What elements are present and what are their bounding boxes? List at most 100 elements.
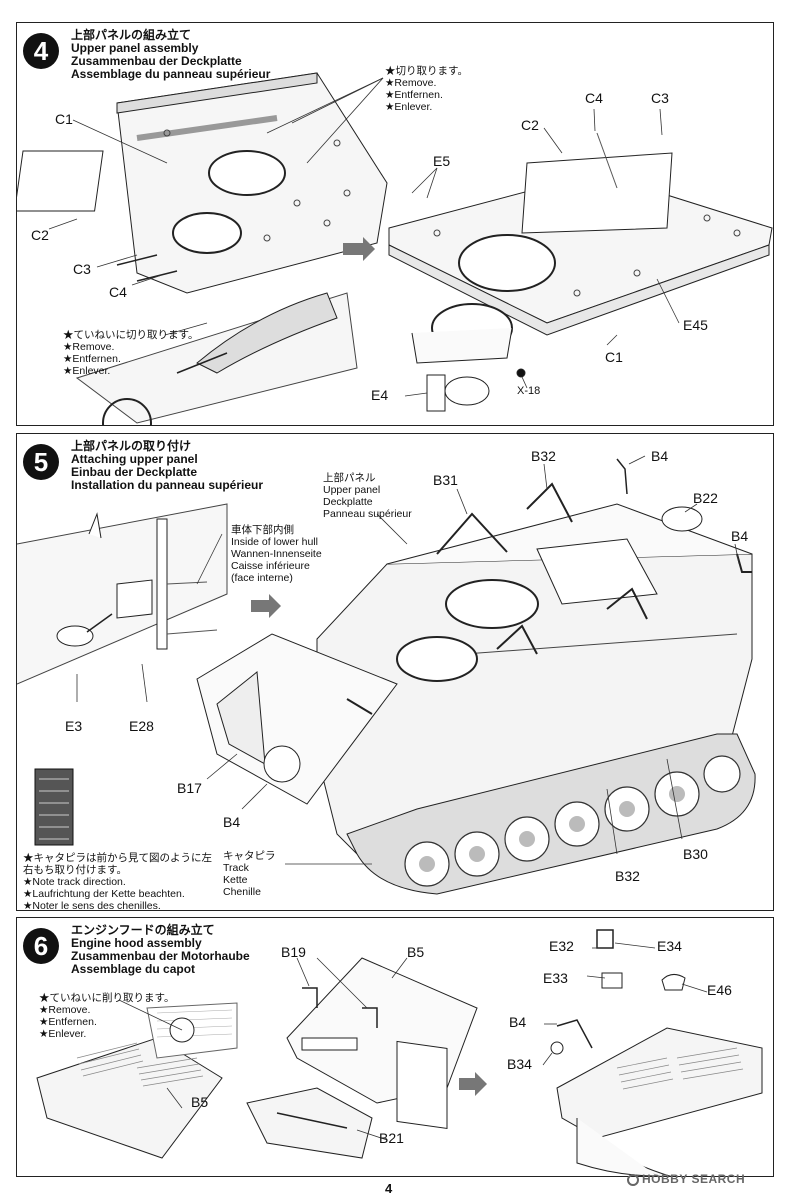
- note-line: Deckplatte: [323, 496, 373, 508]
- part-label-c1: C1: [55, 111, 73, 127]
- step-4-badge: 4: [23, 33, 59, 69]
- note-line: Track: [223, 862, 249, 874]
- step-5-illustration: [17, 455, 756, 895]
- note-line: 上部パネル: [323, 472, 376, 484]
- part-label-e4: E4: [371, 387, 389, 403]
- part-label-b22: B22: [693, 490, 718, 506]
- step-4-title-en: Upper panel assembly: [71, 41, 199, 55]
- part-label-b4: B4: [651, 448, 669, 464]
- note-line: ★Entfernen.: [385, 89, 443, 101]
- part-label-c3: C3: [651, 90, 669, 106]
- note-line: キャタピラ: [223, 850, 276, 862]
- part-label-b31: B31: [433, 472, 458, 488]
- note-line: ★Remove.: [385, 77, 437, 89]
- part-label-e45: E45: [683, 317, 708, 333]
- note-line: ★ていねいに削り取ります。: [39, 992, 175, 1004]
- note-line: Wannen-Innenseite: [231, 548, 322, 560]
- step-6-title-en: Engine hood assembly: [71, 936, 202, 950]
- note-line: ★Remove.: [63, 341, 115, 353]
- part-label-b34: B34: [507, 1056, 532, 1072]
- step-5-titles: 上部パネルの取り付け Attaching upper panel Einbau …: [71, 440, 263, 492]
- part-label-e33: E33: [543, 970, 568, 986]
- part-label-c4: C4: [109, 284, 127, 300]
- note-line: ★ていねいに切り取ります。: [63, 329, 199, 341]
- note-line: Panneau supérieur: [323, 508, 412, 520]
- note-line: ★Noter le sens des chenilles.: [23, 900, 161, 912]
- part-label-e3: E3: [65, 718, 83, 734]
- step-5-upper-panel-note: 上部パネル Upper panel Deckplatte Panneau sup…: [323, 472, 412, 520]
- note-line: Kette: [223, 874, 248, 886]
- watermark: HOBBY SEARCH: [627, 1172, 745, 1186]
- part-label-c4: C4: [585, 90, 603, 106]
- part-label-b17: B17: [177, 780, 202, 796]
- note-line: Upper panel: [323, 484, 381, 496]
- step-5-direction-note: ★キャタピラは前から見て図のように左右もち取り付けます。 ★Note track…: [23, 852, 213, 912]
- watermark-logo-icon: [627, 1173, 639, 1186]
- step-5-panel: 5 上部パネルの取り付け Attaching upper panel Einba…: [16, 433, 774, 912]
- part-label-e32: E32: [549, 938, 574, 954]
- step-5-title-en: Attaching upper panel: [71, 452, 198, 466]
- step-5-title-fr: Installation du panneau supérieur: [71, 478, 264, 492]
- part-label-b32: B32: [615, 868, 640, 884]
- note-line: (face interne): [231, 572, 293, 584]
- step-6-title-fr: Assemblage du capot: [71, 962, 196, 976]
- note-line: ★キャタピラは前から見て図のように左右もち取り付けます。: [23, 852, 212, 876]
- step-6-title-jp: エンジンフードの組み立て: [71, 923, 215, 937]
- note-line: Chenille: [223, 886, 261, 898]
- step-6-badge: 6: [23, 928, 59, 964]
- paint-label-x18: X-18: [517, 385, 541, 397]
- step-5-title-jp: 上部パネルの取り付け: [71, 439, 192, 453]
- page-number: 4: [385, 1181, 393, 1196]
- note-line: ★Laufrichtung der Kette beachten.: [23, 888, 185, 900]
- step-5-title-de: Einbau der Deckplatte: [71, 465, 198, 479]
- part-label-b30: B30: [683, 846, 708, 862]
- step-6-titles: エンジンフードの組み立て Engine hood assembly Zusamm…: [71, 924, 250, 976]
- note-line: ★Entfernen.: [39, 1016, 97, 1028]
- step-4-titles: 上部パネルの組み立て Upper panel assembly Zusammen…: [71, 29, 270, 81]
- step-4-title-jp: 上部パネルの組み立て: [71, 28, 192, 42]
- note-line: Inside of lower hull: [231, 536, 318, 548]
- step-4-panel: 4 上部パネルの組み立て Upper panel assembly Zusamm…: [16, 22, 774, 426]
- step-5-track-note: キャタピラ Track Kette Chenille: [223, 850, 276, 898]
- step-6-careful-note: ★ていねいに削り取ります。 ★Remove. ★Entfernen. ★Enle…: [39, 992, 174, 1040]
- part-label-e46: E46: [707, 982, 732, 998]
- note-line: ★Remove.: [39, 1004, 91, 1016]
- part-label-e5: E5: [433, 153, 451, 169]
- watermark-text: HOBBY SEARCH: [642, 1172, 746, 1186]
- note-line: ★Enlever.: [385, 101, 433, 113]
- step-5-number: 5: [33, 446, 49, 477]
- part-label-b21: B21: [379, 1130, 404, 1146]
- part-label-b4: B4: [223, 814, 241, 830]
- part-label-b4: B4: [509, 1014, 527, 1030]
- step-6-panel: 6 エンジンフードの組み立て Engine hood assembly Zusa…: [16, 917, 774, 1177]
- note-line: ★Entfernen.: [63, 353, 121, 365]
- part-label-b4: B4: [731, 528, 749, 544]
- note-line: ★Enlever.: [63, 365, 111, 377]
- step-4-number: 4: [33, 35, 49, 66]
- step-5-hull-note: 車体下部内側 Inside of lower hull Wannen-Innen…: [231, 524, 322, 584]
- step-4-remove-note: ★切り取ります。 ★Remove. ★Entfernen. ★Enlever.: [385, 65, 468, 113]
- step-4-title-de: Zusammenbau der Deckplatte: [71, 54, 242, 68]
- step-5-badge: 5: [23, 444, 59, 480]
- part-label-b19: B19: [281, 944, 306, 960]
- step-4-title-fr: Assemblage du panneau supérieur: [71, 67, 271, 81]
- step-4-careful-note: ★ていねいに切り取ります。 ★Remove. ★Entfernen. ★Enle…: [63, 329, 198, 377]
- step-6-illustration: [36, 929, 763, 1176]
- part-label-c2: C2: [521, 117, 539, 133]
- note-line: ★Note track direction.: [23, 876, 126, 888]
- note-line: ★切り取ります。: [385, 65, 468, 77]
- note-line: 車体下部内側: [231, 524, 294, 536]
- step-4-illustration: [17, 72, 773, 425]
- part-label-b32: B32: [531, 448, 556, 464]
- part-label-c1: C1: [605, 349, 623, 365]
- part-label-b5: B5: [407, 944, 425, 960]
- part-label-c3: C3: [73, 261, 91, 277]
- part-label-e34: E34: [657, 938, 682, 954]
- part-label-c2: C2: [31, 227, 49, 243]
- note-line: Caisse inférieure: [231, 560, 310, 572]
- part-label-e28: E28: [129, 718, 154, 734]
- step-6-title-de: Zusammenbau der Motorhaube: [71, 949, 250, 963]
- note-line: ★Enlever.: [39, 1028, 87, 1040]
- part-label-b5: B5: [191, 1094, 209, 1110]
- step-6-number: 6: [33, 930, 49, 961]
